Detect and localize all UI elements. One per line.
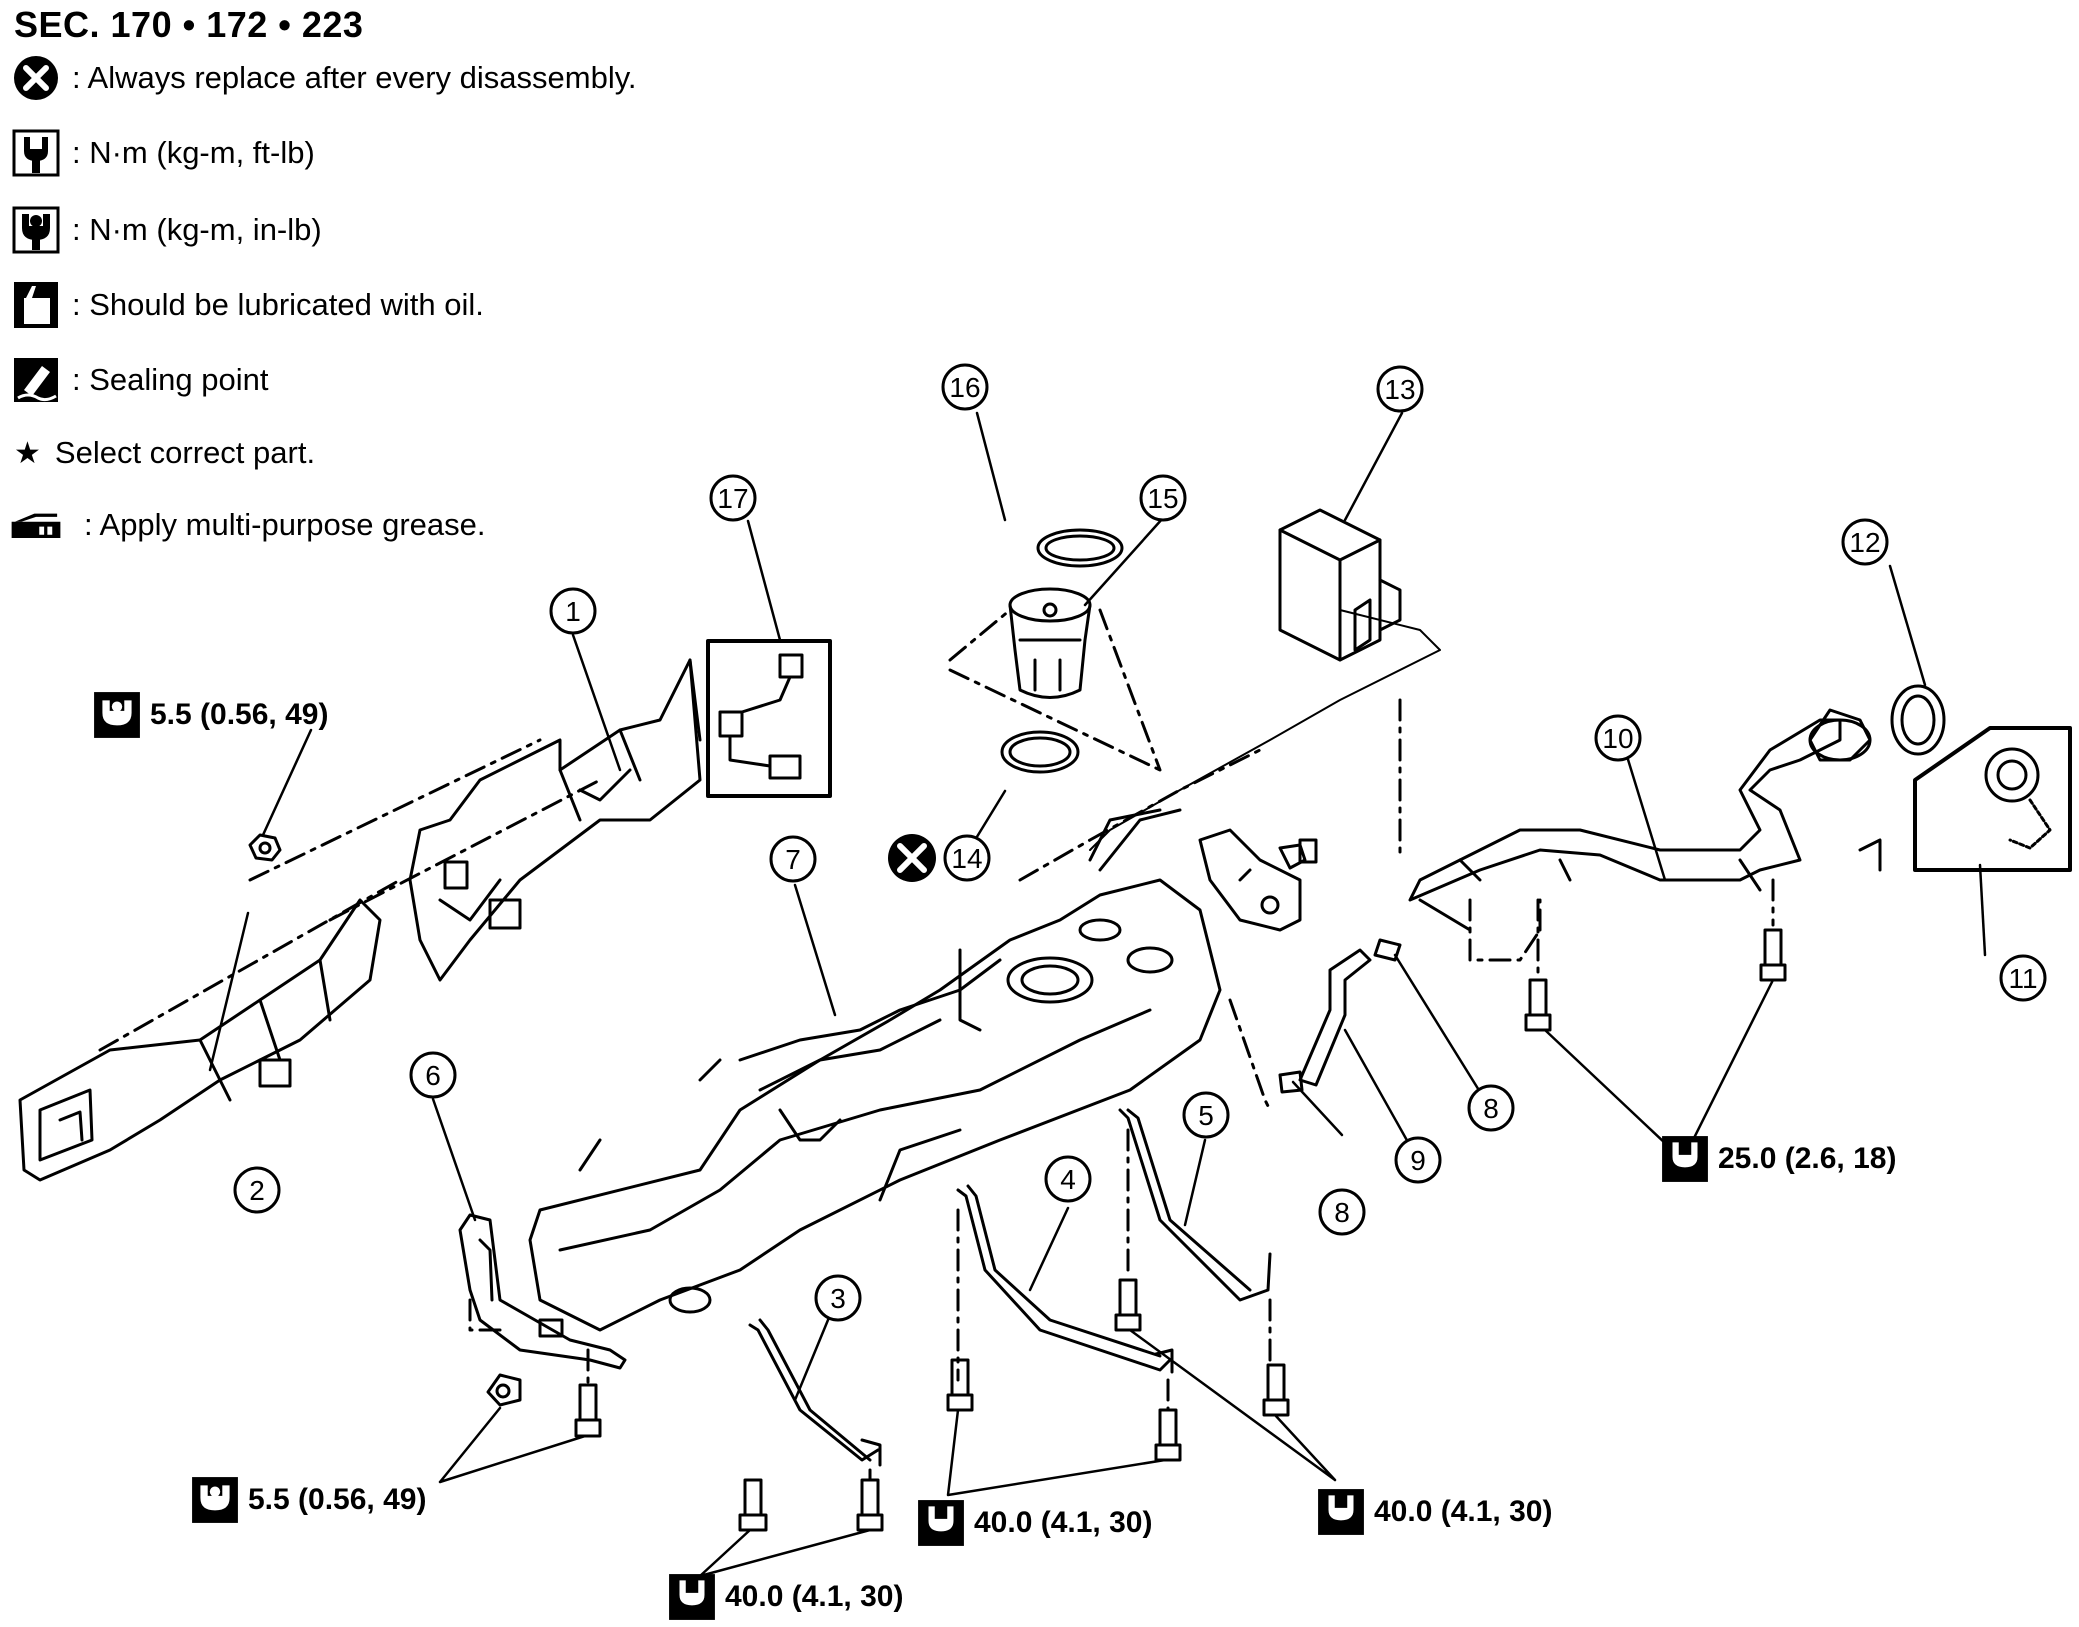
torque-label-6: 25.0 (2.6, 18) bbox=[1660, 1134, 1896, 1184]
callout-14: 14 bbox=[943, 834, 991, 882]
svg-text:2: 2 bbox=[249, 1175, 265, 1206]
svg-text:5: 5 bbox=[1198, 1100, 1214, 1131]
torque-wrench-small-icon bbox=[192, 1477, 238, 1523]
legend-torque-ft: : N·m (kg-m, ft-lb) bbox=[10, 128, 315, 178]
fuel-tank-strap-3 bbox=[748, 1318, 882, 1467]
heat-insulator-part-2 bbox=[18, 898, 382, 1182]
fuel-level-sensor-box bbox=[706, 639, 832, 798]
callout-13: 13 bbox=[1376, 365, 1424, 413]
fuel-pump-assembly bbox=[1008, 528, 1124, 699]
svg-text:3: 3 bbox=[830, 1283, 846, 1314]
svg-text:6: 6 bbox=[425, 1060, 441, 1091]
callout-4: 4 bbox=[1044, 1155, 1092, 1203]
callout-3: 3 bbox=[814, 1274, 862, 1322]
fuel-tank-strap-5 bbox=[1118, 1108, 1272, 1302]
legend-star: ★ Select correct part. bbox=[10, 428, 315, 478]
leader-lines bbox=[208, 411, 1987, 1578]
callout-15: 15 bbox=[1139, 474, 1187, 522]
star-icon: ★ bbox=[14, 436, 41, 470]
oil-can-icon bbox=[10, 279, 62, 331]
torque-wrench-icon bbox=[1318, 1489, 1364, 1535]
callout-12: 12 bbox=[1841, 518, 1889, 566]
svg-text:12: 12 bbox=[1849, 527, 1880, 558]
legend-torque-in: : N·m (kg-m, in-lb) bbox=[10, 205, 322, 255]
fuel-pump-gasket bbox=[1000, 730, 1080, 774]
replace-x-icon bbox=[888, 834, 936, 882]
filler-tube-bracket bbox=[1198, 828, 1307, 932]
svg-text:15: 15 bbox=[1147, 483, 1178, 514]
torque-wrench-small-icon bbox=[10, 204, 62, 256]
callout-1: 1 bbox=[549, 587, 597, 635]
evap-canister bbox=[1278, 508, 1402, 662]
legend-sealing: : Sealing point bbox=[10, 355, 268, 405]
callout-16: 16 bbox=[941, 363, 989, 411]
svg-text:14: 14 bbox=[951, 843, 982, 874]
legend-text: : N·m (kg-m, in-lb) bbox=[72, 212, 322, 247]
replace-x-icon bbox=[10, 52, 62, 104]
svg-text:8: 8 bbox=[1483, 1093, 1499, 1124]
section-title: SEC. 170 • 172 • 223 bbox=[14, 4, 364, 45]
torque-wrench-icon bbox=[1662, 1136, 1708, 1182]
legend-text: Select correct part. bbox=[54, 435, 316, 470]
fuel-tank bbox=[528, 808, 1222, 1332]
legend-text: : Apply multi-purpose grease. bbox=[84, 507, 486, 542]
legend-replace: : Always replace after every disassembly… bbox=[10, 53, 637, 103]
svg-text:7: 7 bbox=[785, 844, 801, 875]
svg-text:13: 13 bbox=[1384, 374, 1415, 405]
fuel-filler-tube bbox=[1408, 708, 1882, 932]
torque-label-1: 5.5 (0.56, 49) bbox=[92, 690, 328, 740]
nut-insulator bbox=[248, 833, 282, 862]
bracket-6 bbox=[458, 1213, 627, 1370]
heat-insulator-part-1 bbox=[408, 658, 702, 982]
filler-cap-ring bbox=[1890, 684, 1946, 756]
svg-text:8: 8 bbox=[1334, 1197, 1350, 1228]
legend-text: : Sealing point bbox=[72, 362, 269, 397]
bolts bbox=[486, 838, 1787, 1532]
filler-hose bbox=[1278, 938, 1402, 1094]
legend-text: : Should be lubricated with oil. bbox=[72, 287, 484, 322]
callout-17: 17 bbox=[709, 474, 757, 522]
torque-label-2: 5.5 (0.56, 49) bbox=[190, 1475, 426, 1525]
callout-9: 9 bbox=[1394, 1136, 1442, 1184]
torque-label-3: 40.0 (4.1, 30) bbox=[667, 1572, 903, 1622]
fuel-cap-box bbox=[1913, 726, 2072, 872]
torque-label-4: 40.0 (4.1, 30) bbox=[916, 1498, 1152, 1548]
callout-10: 10 bbox=[1594, 714, 1642, 762]
svg-text:9: 9 bbox=[1410, 1145, 1426, 1176]
callouts: 1 2 3 4 5 6 7 8 8 9 10 11 12 13 14 15 16… bbox=[233, 363, 2047, 1322]
callout-5: 5 bbox=[1182, 1091, 1230, 1139]
legend-text: : N·m (kg-m, ft-lb) bbox=[72, 135, 315, 170]
svg-text:10: 10 bbox=[1602, 723, 1633, 754]
svg-text:4: 4 bbox=[1060, 1164, 1076, 1195]
callout-7: 7 bbox=[769, 835, 817, 883]
svg-text:1: 1 bbox=[565, 596, 581, 627]
sealing-point-icon bbox=[10, 354, 62, 406]
torque-wrench-icon bbox=[918, 1500, 964, 1546]
torque-wrench-icon bbox=[10, 127, 62, 179]
torque-label-5: 40.0 (4.1, 30) bbox=[1316, 1487, 1552, 1537]
callout-8b: 8 bbox=[1318, 1188, 1366, 1236]
legend-grease: : Apply multi-purpose grease. bbox=[10, 500, 486, 550]
callout-11: 11 bbox=[1999, 954, 2047, 1002]
svg-text:11: 11 bbox=[2008, 963, 2037, 994]
callout-2: 2 bbox=[233, 1166, 281, 1214]
torque-wrench-small-icon bbox=[94, 692, 140, 738]
svg-text:17: 17 bbox=[717, 483, 748, 514]
legend-text: : Always replace after every disassembly… bbox=[72, 60, 637, 95]
callout-8: 8 bbox=[1467, 1084, 1515, 1132]
legend-oil: : Should be lubricated with oil. bbox=[10, 280, 484, 330]
grease-icon bbox=[10, 499, 62, 551]
svg-text:16: 16 bbox=[949, 372, 980, 403]
torque-wrench-icon bbox=[669, 1574, 715, 1620]
callout-6: 6 bbox=[409, 1051, 457, 1099]
